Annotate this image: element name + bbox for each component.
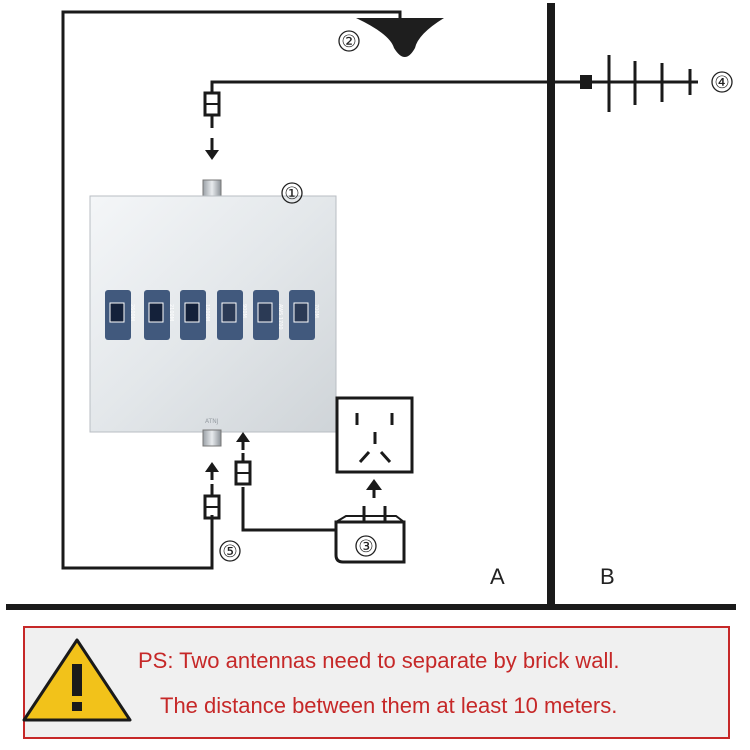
svg-text:②: ②: [341, 32, 356, 52]
power-adapter-icon: [334, 506, 406, 564]
connector-icon: [234, 453, 252, 486]
power-socket-icon: [335, 396, 414, 474]
svg-text:⑤: ⑤: [222, 542, 237, 562]
arrow-down-icon: [205, 138, 219, 160]
band-tiles: 2600M 2100M 1800M 900M AWS 1700 700M: [105, 290, 319, 340]
connector-icon: [203, 484, 221, 520]
room-label-b: B: [600, 564, 615, 589]
power-cable: [241, 487, 336, 532]
indoor-antenna-cable: [61, 10, 402, 570]
band-label: 900M: [241, 304, 247, 318]
warning-icon: [22, 638, 132, 722]
connector-icon: [203, 91, 221, 128]
band-label: 2100M: [168, 304, 174, 321]
warning-line-1: PS: Two antennas need to separate by bri…: [138, 648, 619, 673]
band-label: 700M: [313, 304, 319, 318]
brand-label: ATNJ: [205, 418, 219, 425]
booster-bottom-port: [202, 429, 222, 447]
warning-box: PS: Two antennas need to separate by bri…: [22, 626, 730, 739]
band-label: 1800M: [204, 304, 210, 321]
svg-text:④: ④: [714, 73, 729, 93]
arrow-up-icon: [236, 432, 250, 450]
band-label: 2600M: [129, 304, 135, 321]
label-power-adapter: ③: [355, 535, 377, 557]
booster-top-port: [202, 179, 222, 199]
svg-text:①: ①: [284, 184, 299, 204]
svg-text:③: ③: [358, 537, 373, 557]
arrow-up-icon: [205, 462, 219, 480]
label-booster: ①: [281, 182, 303, 204]
band-label: AWS 1700: [277, 304, 283, 330]
warning-line-2: The distance between them at least 10 me…: [160, 693, 617, 718]
indoor-antenna-icon: [356, 18, 444, 57]
outdoor-antenna-icon: [580, 55, 698, 112]
label-cable-connector: ⑤: [219, 540, 241, 562]
arrow-up-icon: [366, 479, 382, 498]
label-indoor-antenna: ②: [338, 30, 360, 52]
room-label-a: A: [490, 564, 505, 589]
booster-unit: 2600M 2100M 1800M 900M AWS 1700 700M ATN…: [89, 195, 337, 433]
outdoor-antenna-cable: [210, 80, 584, 93]
label-outdoor-antenna: ④: [711, 71, 733, 93]
